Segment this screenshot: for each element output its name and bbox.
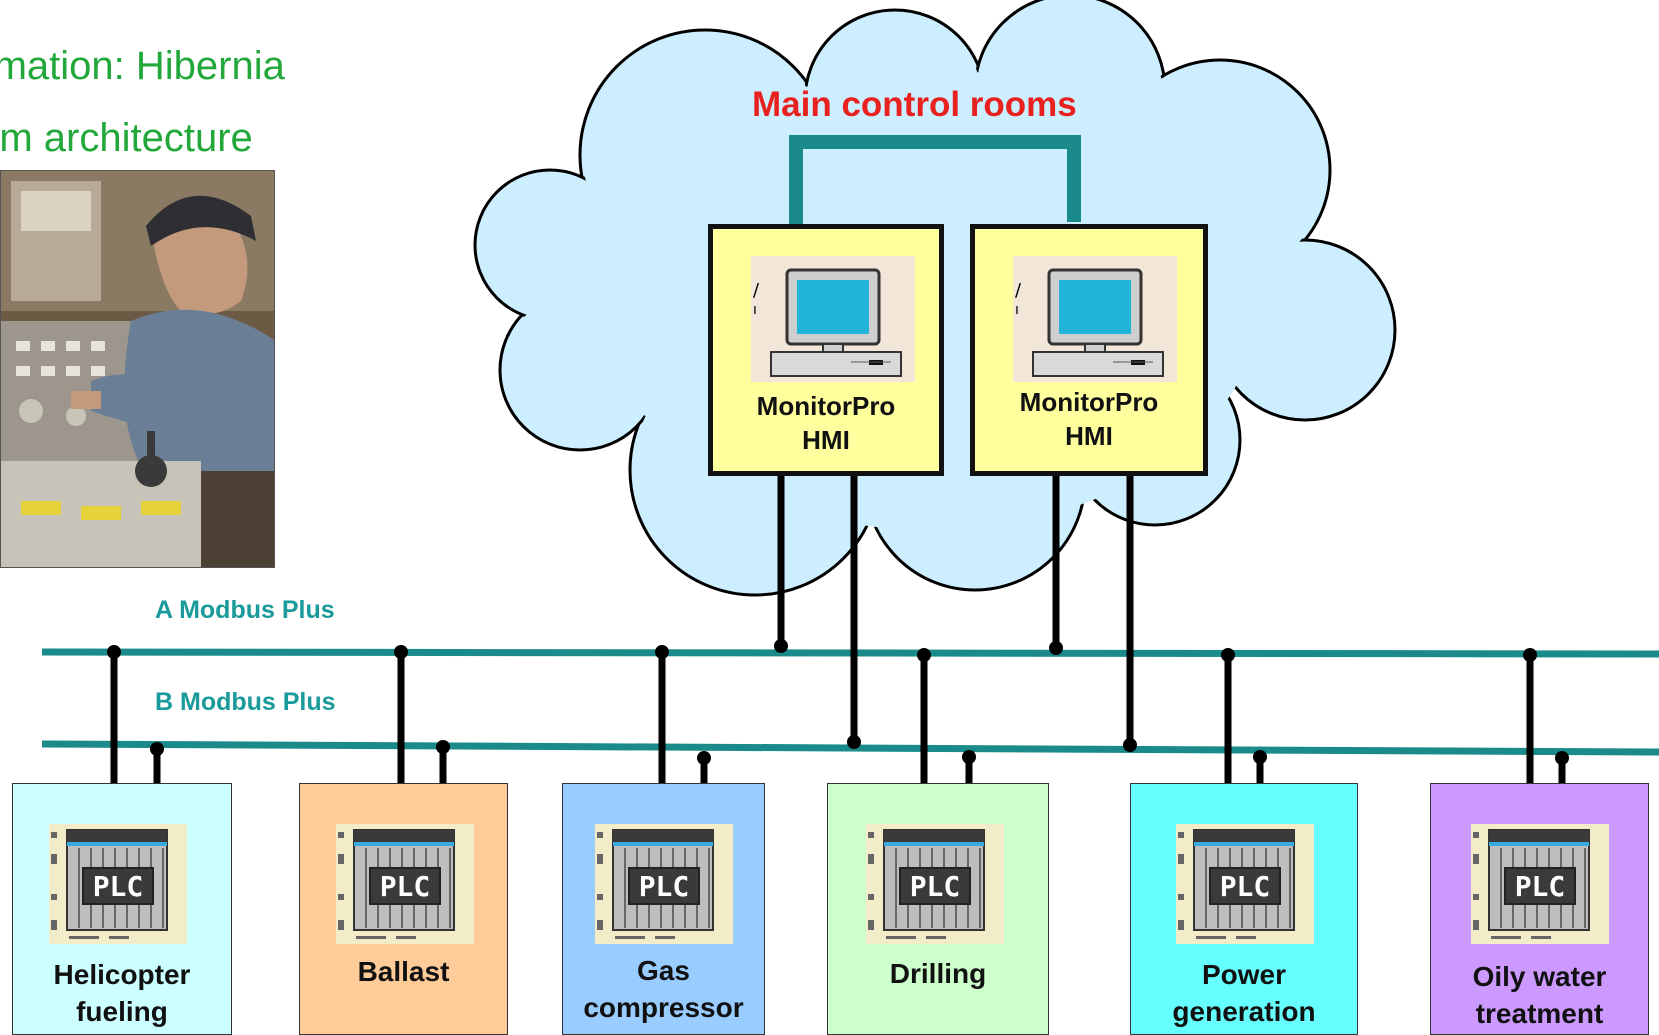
hmi-label: MonitorPro HMI [975, 385, 1203, 453]
bus-tap [1221, 648, 1235, 662]
station-label-line1: Gas [637, 955, 690, 986]
station-label-line1: Oily water [1472, 961, 1607, 992]
svg-text:ı: ı [753, 302, 757, 318]
bus-a-label: A Modbus Plus [155, 596, 335, 624]
bus-tap [1049, 641, 1063, 655]
title-text-1: utomation: Hibernia [0, 44, 285, 88]
station-label: Power generation [1131, 956, 1357, 1030]
bus-tap [774, 639, 788, 653]
bus-tap [107, 645, 121, 659]
hmi-label-line1: MonitorPro [756, 391, 896, 421]
svg-text:PLC: PLC [1515, 870, 1566, 903]
station-label: Ballast [300, 953, 507, 990]
plc-icon: PLC [866, 824, 1004, 944]
plc-icon: PLC [1471, 824, 1609, 944]
plc-icon: PLC [336, 824, 474, 944]
station-ballast[interactable]: PLC Ballast [299, 783, 508, 1035]
station-oily-water-treatment[interactable]: PLC Oily water treatment [1430, 783, 1649, 1035]
hmi-interconnect [789, 135, 1081, 226]
station-label-line2: treatment [1475, 998, 1604, 1029]
hmi-label: MonitorPro HMI [713, 389, 939, 457]
station-label: Drilling [828, 955, 1048, 992]
station-label: Gas compressor [563, 952, 764, 1026]
page-title-line-2: stem architecture [0, 116, 400, 161]
bus-tap [1123, 738, 1137, 752]
bus-tap [394, 645, 408, 659]
page-title-line-1: utomation: Hibernia [0, 44, 430, 89]
svg-text:ı: ı [1015, 302, 1019, 318]
bus-tap [1555, 751, 1569, 765]
bus-tap [150, 742, 164, 756]
station-label-line1: Power [1201, 959, 1287, 990]
station-label-line2: Drilling [889, 958, 987, 989]
hmi-label-line1: MonitorPro [1019, 387, 1159, 417]
station-label: Helicopter fueling [13, 956, 231, 1030]
svg-text:/: / [753, 280, 760, 301]
station-label: Oily water treatment [1431, 958, 1648, 1032]
station-helicopter-fueling[interactable]: PLC Helicopter fueling [12, 783, 232, 1035]
station-label-line2: compressor [583, 992, 744, 1023]
hmi-node-2[interactable]: / ı MonitorPro HMI [970, 224, 1208, 476]
hmi-label-line2: HMI [1065, 421, 1113, 451]
hmi-node-1[interactable]: / ı MonitorPro HMI [708, 224, 944, 476]
svg-text:PLC: PLC [93, 870, 144, 903]
plc-icon: PLC [595, 824, 733, 944]
station-label-line2: generation [1172, 996, 1316, 1027]
computer-icon: / ı [1013, 256, 1177, 382]
bus-tap [917, 648, 931, 662]
bus-tap [697, 751, 711, 765]
svg-text:/: / [1015, 280, 1022, 301]
bus-tap [1523, 648, 1537, 662]
station-drilling[interactable]: PLC Drilling [827, 783, 1049, 1035]
bus-tap [847, 735, 861, 749]
station-label-line2: Ballast [357, 956, 450, 987]
bus-tap [962, 750, 976, 764]
station-label-line1: Helicopter [53, 959, 191, 990]
station-label-line2: fueling [76, 996, 168, 1027]
station-power-generation[interactable]: PLC Power generation [1130, 783, 1358, 1035]
bus-tap [436, 740, 450, 754]
svg-text:PLC: PLC [910, 870, 961, 903]
hmi-label-line2: HMI [802, 425, 850, 455]
plc-icon: PLC [1176, 824, 1314, 944]
svg-text:PLC: PLC [1220, 870, 1271, 903]
operator-photo [0, 170, 275, 568]
bus-tap [655, 645, 669, 659]
main-control-rooms-label: Main control rooms [752, 85, 1077, 124]
bus-tap [1253, 750, 1267, 764]
title-text-2: stem architecture [0, 116, 253, 160]
plc-icon: PLC [49, 824, 187, 944]
svg-text:PLC: PLC [639, 870, 690, 903]
station-gas-compressor[interactable]: PLC Gas compressor [562, 783, 765, 1035]
svg-text:PLC: PLC [380, 870, 431, 903]
computer-icon: / ı [751, 256, 915, 382]
bus-b-label: B Modbus Plus [155, 688, 336, 716]
